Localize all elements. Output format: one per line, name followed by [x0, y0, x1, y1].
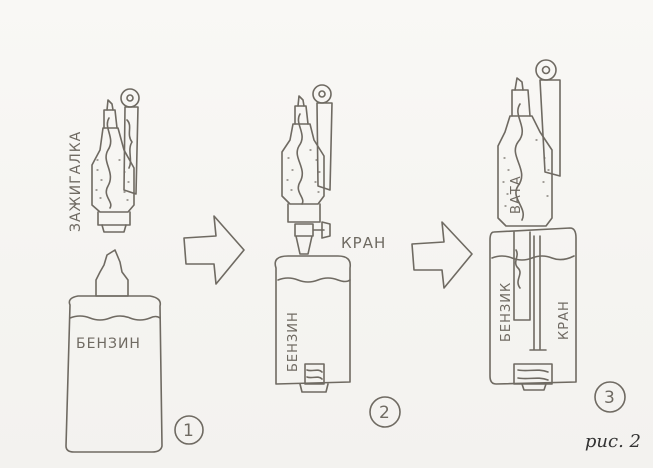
lighter-body-3 — [498, 116, 552, 226]
flint-wheel-hub-3 — [543, 67, 550, 74]
lighter-base-2 — [288, 204, 320, 222]
lighter-tip-1 — [107, 100, 113, 110]
flint-arm-1 — [124, 107, 138, 194]
label-lighter: ЗАЖИГАЛКА — [68, 131, 84, 232]
lighter-thread-1 — [102, 225, 126, 232]
label-cotton: ВАТА — [509, 175, 524, 214]
lighter-tip-2 — [298, 96, 304, 106]
tank-cap-3 — [514, 364, 552, 390]
flint-wheel-2 — [313, 85, 331, 103]
label-valve-tank-3: КРАН — [557, 300, 572, 340]
lighter-neck-1 — [104, 110, 117, 128]
step-number-3: 3 — [604, 388, 616, 408]
fuel-level-1 — [70, 316, 160, 320]
lighter-neck-3 — [512, 90, 530, 116]
label-valve: КРАН — [341, 234, 386, 252]
flint-wheel-hub-2 — [319, 91, 325, 97]
lighter-base-1 — [98, 212, 130, 225]
flint-arm-3 — [540, 80, 560, 176]
step-number-1: 1 — [183, 421, 195, 441]
lighter-neck-2 — [295, 106, 308, 124]
tank-thread-3 — [518, 370, 548, 380]
fuel-bottle-nozzle — [96, 250, 128, 296]
inner-wick-column — [514, 232, 530, 320]
step-number-2: 2 — [379, 403, 391, 423]
arrow-right-2 — [412, 222, 472, 288]
tank-thread-2 — [307, 370, 322, 379]
arrow-right-1 — [184, 216, 244, 284]
fuel-level-3 — [492, 256, 574, 260]
valve-2 — [295, 222, 330, 254]
flint-wheel-1 — [121, 89, 139, 107]
lighter-wick-2 — [297, 114, 303, 204]
lighter-cotton-dots-2 — [287, 150, 320, 192]
lighter-tip-3 — [515, 78, 523, 90]
lighter-wick-1 — [106, 118, 111, 208]
figure-caption: рис. 2 — [585, 431, 641, 452]
inner-valve-column — [530, 236, 546, 350]
fuel-level-2 — [278, 278, 350, 282]
label-fuel: БЕНЗИН — [76, 336, 141, 352]
flint-wheel-3 — [536, 60, 556, 80]
label-fuel-tank-3: БЕНЗИК — [499, 282, 514, 342]
label-fuel-2: БЕНЗИН — [286, 311, 301, 372]
flint-wheel-hub-1 — [127, 95, 133, 101]
